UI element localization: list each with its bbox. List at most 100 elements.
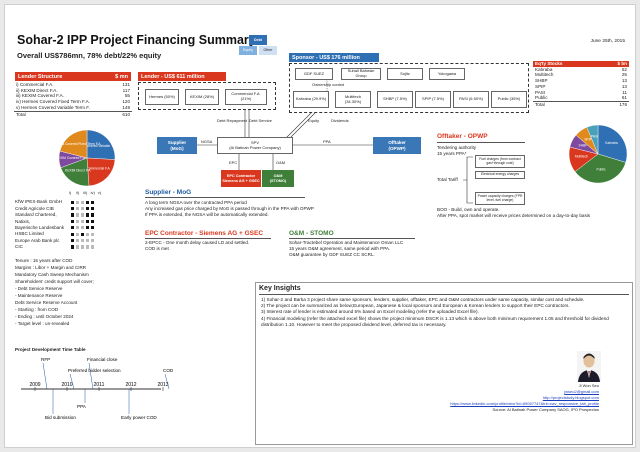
lender-row: v) Hermes Covered Variable Term F.148 (14, 105, 132, 111)
lender-row-label: Total (16, 111, 26, 117)
epc-section-title: EPC Contractor - Siemens AG + GSEC (145, 230, 264, 237)
offtaker-section-title: Offtaker - OPWP (437, 133, 488, 140)
bank-mark (85, 238, 89, 243)
author-linkedin-link[interactable]: https://www.linkedin.com/profile/view?id… (450, 401, 599, 406)
supplier-line-1: A long term NGSA over the contracted PPA… (145, 200, 247, 205)
author-blog-link[interactable]: http://projectstudy.blogspot.com (542, 395, 599, 400)
supplier-line-3: If PPA is extended, the NGSA will be aut… (145, 212, 269, 217)
structure-connectors (197, 77, 373, 170)
tariff-energy: Electrical energy charges (475, 171, 525, 179)
epc-line-2: COD is met (145, 246, 169, 251)
om-line-3: O&M guarantee by GDF SUEZ CC SCRL. (289, 252, 375, 257)
bank-mark (71, 213, 75, 217)
lender-row-value: 610 (122, 111, 130, 117)
insight-item: 3) Interest rate of lender is estimated … (261, 309, 479, 315)
lender-row-label: ii) KEXIM Direct F.A. (16, 87, 58, 93)
lender-row: i) Commercial F.A. 131 (14, 82, 132, 88)
bank-column-head: iii) (83, 190, 88, 195)
spv-name: SPV (250, 139, 259, 145)
lender-row: iii) KEXIM Covered F.A.55 (14, 93, 132, 99)
key-insights-title: Key Insights (259, 285, 301, 292)
tariff-fuel: Fuel charges (from contract gas+through … (475, 155, 525, 168)
timeline-event-line (164, 373, 170, 390)
timeline-event: COD (163, 368, 174, 373)
lender-row-value: 131 (122, 82, 130, 87)
lender-group-header: Lender - US$ 611 million (138, 72, 226, 81)
supplier-line-2: Any increased gas price charged by MoG i… (145, 206, 314, 211)
debt-term: Mandatory Cash Sweep Mechanism (15, 272, 89, 277)
lender-group (138, 82, 276, 110)
pie-label: Kahraba (605, 141, 618, 145)
timeline-event-line (69, 373, 75, 390)
page-title: Sohar-2 IPP Project Financing Summary (17, 33, 256, 47)
insight-item: 1) Sohar-2 and Barka 3 project share sam… (261, 297, 585, 302)
equity-row-label: Multitech (535, 72, 554, 78)
edge-debt-service: Debt Service (249, 118, 272, 123)
bank-mark (80, 219, 84, 223)
pie-label: SHBP (579, 143, 589, 147)
bank-name: Standard Chartered, (15, 212, 57, 218)
equity-row-value: 61 (621, 95, 627, 101)
insight-item: 4) Financial modeling (refer the attache… (261, 315, 609, 327)
lender-row-value: 148 (122, 104, 130, 110)
bank-mark (90, 213, 94, 217)
pie-slice (86, 157, 116, 187)
edge-debt-repayment: Debt Repayment (217, 118, 248, 123)
equity-row-value: 52 (621, 66, 627, 72)
lender-row-label: i) Commercial F.A. (16, 82, 54, 87)
bank-mark (75, 232, 80, 236)
author-email-link[interactable]: jwseo2@gmail.com (564, 389, 599, 394)
debt-term: Debt Service Reserve Account (15, 300, 78, 305)
equity-row-label: Total (535, 102, 545, 108)
equity-row-value: 13 (621, 78, 627, 84)
sponsor-group-header: Sponsor - US$ 176 million (289, 53, 379, 62)
edge-ppa: PPA (323, 139, 331, 144)
epc-box: EPC Contractor Siemens AG + GSEC (221, 170, 261, 187)
pie-slice (597, 124, 628, 163)
key-insights-panel (255, 282, 633, 445)
bank-mark (75, 206, 80, 211)
bank-mark (80, 245, 84, 249)
edge-equity: Equity (308, 118, 320, 123)
source-note: Source: Al Batinah Power Company SAOG, I… (492, 407, 600, 412)
timeline-title: Project Development Time Table (15, 347, 86, 352)
bank-mark (90, 238, 94, 243)
pie-label: PASI (591, 135, 598, 139)
bank-columns: i)ii)iii)iv)v) (69, 190, 109, 196)
bank-name: KfW IPEX-Bank GmbH (15, 199, 62, 205)
bank-mark (71, 245, 75, 249)
date-label: June 25th, 2015 (590, 39, 625, 44)
sponsor-box: SHBP (7.5%) (377, 91, 413, 108)
lender-row-label: iv) Hermes Covered Fixed Term F.A. (16, 99, 90, 105)
timeline-year: 2009 (29, 382, 40, 388)
offtaker-note-1: BOO - Build, own and operate. (437, 207, 500, 212)
lender-row: ii) KEXIM Direct F.A. 117 (14, 88, 132, 94)
bank-name: HSBC Limited (15, 231, 44, 237)
debt-term: - Maintenance Reserve (15, 293, 63, 298)
sponsor-parent-box: Suhail Bahwan Group (341, 68, 381, 80)
legend-equity: Equity (239, 46, 257, 55)
debt-equity-legend: Debt Equity Other (239, 35, 289, 55)
spv-sub: (Al Batinah Power Company) (229, 144, 281, 150)
bank-row: KfW IPEX-Bank GmbH (15, 199, 95, 205)
debt-term: - Starting : from COD (15, 307, 59, 312)
person-icon (578, 353, 600, 382)
legend-debt: Debt (249, 35, 267, 45)
offtaker-box: Offtaker (OPWP) (373, 137, 421, 154)
page-subtitle: Overall US$786mn, 78% debt/22% equity (17, 51, 162, 60)
bank-mark (85, 232, 89, 236)
equity-row-value: 176 (619, 102, 627, 108)
spv-box: SPV (Al Batinah Power Company) (217, 137, 293, 154)
bank-mark (90, 219, 94, 223)
bank-mark (85, 213, 89, 217)
lender-row-value: 117 (122, 87, 130, 93)
bank-mark (75, 213, 80, 217)
bank-name: CIC (15, 244, 23, 250)
equity-row-label: SPIP (535, 83, 546, 89)
bank-mark (80, 200, 84, 204)
bank-mark (71, 200, 75, 204)
